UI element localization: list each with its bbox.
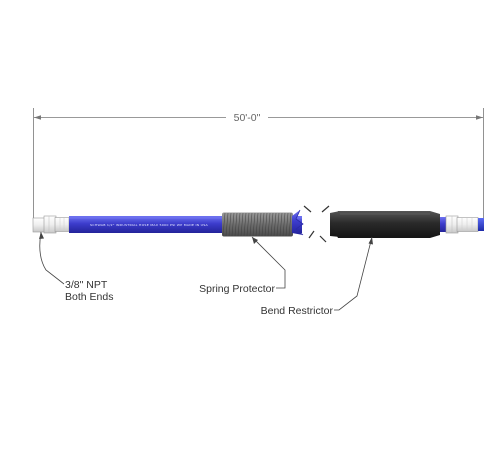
spring-label: Spring Protector <box>199 283 275 295</box>
callout-fitting: 3/8" NPT Both Ends <box>39 231 113 303</box>
bend-label: Bend Restrictor <box>261 305 334 317</box>
hose-print-text: SCHWAB 1/2" INDUSTRIAL HOSE MAX 5000 PSI… <box>90 223 209 227</box>
leader-bend <box>334 236 373 311</box>
dimension-text: 50'-0" <box>234 112 261 124</box>
fitting-label-line1: 3/8" NPT <box>65 279 108 291</box>
leader-fitting <box>39 231 65 285</box>
left-fitting <box>32 215 70 234</box>
arrowhead-left <box>34 115 41 120</box>
arrowhead-right <box>476 115 483 120</box>
hose-right-section <box>440 217 446 232</box>
leader-spring <box>251 236 286 289</box>
hose-break-left <box>292 209 304 236</box>
overall-dimension: 50'-0" <box>33 108 484 226</box>
spring-protector <box>222 212 293 237</box>
break-symbol <box>303 205 330 243</box>
fitting-label-line2: Both Ends <box>65 291 113 303</box>
right-fitting <box>445 215 484 234</box>
end-cap <box>478 218 484 231</box>
bend-restrictor <box>330 211 440 238</box>
callout-spring: Spring Protector <box>199 236 286 295</box>
callout-bend: Bend Restrictor <box>261 236 373 317</box>
